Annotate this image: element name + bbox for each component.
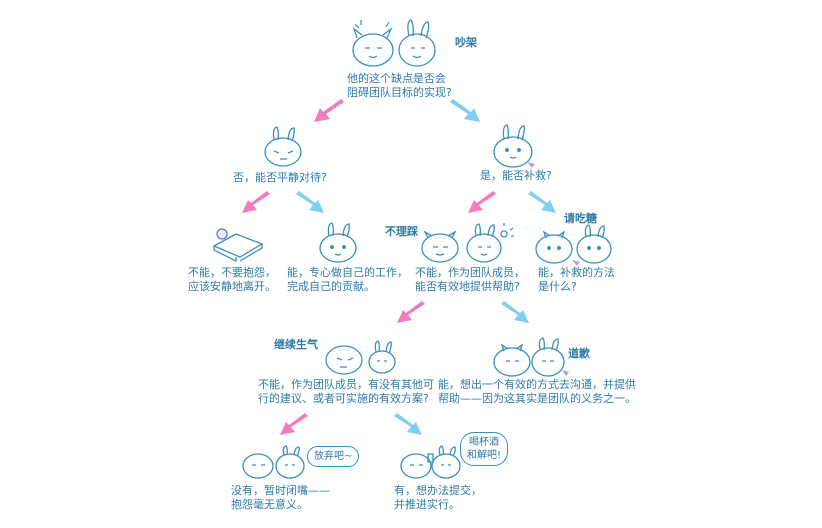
root-question: 他的这个缺点是否会 阻碍团队目标的实现? — [347, 72, 452, 99]
arrow-l1left-to-a — [242, 191, 270, 213]
root-characters-illustration — [352, 19, 436, 67]
l3-left-text: 不能，作为团队成员，有没有其他可 行的建议、或者可实施的有效方案? — [258, 378, 434, 405]
l2c-characters — [421, 223, 514, 263]
arrow-c-to-l3right — [501, 301, 529, 323]
l2a-box-illustration — [212, 228, 264, 263]
arrow-l1right-to-c — [468, 191, 496, 213]
l2b-text: 能，专心做自己的工作， 完成自己的贡献。 — [287, 266, 408, 293]
l1-left-character — [264, 126, 302, 167]
root-label: 吵架 — [455, 36, 477, 49]
l2c-text: 不能，作为团队成员， 能否有效地提供帮助? — [415, 266, 525, 293]
arrow-c-to-l3left — [397, 301, 425, 323]
l3-left-characters — [325, 340, 396, 375]
l4-left-speech-bubble: 放弃吧~ — [307, 446, 360, 467]
l2d-label: 请吃糖 — [564, 212, 597, 225]
l1-right-character — [493, 124, 535, 168]
l3-right-characters — [493, 337, 569, 377]
l4-left-characters — [242, 445, 305, 479]
l2d-characters — [535, 224, 612, 266]
arrow-root-to-left — [314, 99, 344, 122]
l2d-text: 能，补救的方法 是什么? — [538, 266, 615, 293]
l4-right-text: 有，想办法提交， 并推进实行。 — [394, 484, 482, 511]
arrow-root-to-right — [450, 99, 480, 122]
arrow-l1left-to-b — [296, 191, 324, 213]
l2b-character — [319, 222, 357, 263]
l4-right-characters — [400, 445, 461, 479]
l2c-label: 不理踩 — [385, 225, 418, 238]
l3-right-label: 道歉 — [568, 347, 590, 360]
l1-right-question: 是，能否补救? — [480, 169, 552, 182]
l3-right-text: 能，想出一个有效的方式去沟通，并提供 帮助——因为这其实是团队的义务之一。 — [438, 378, 636, 405]
arrow-l3left-to-l4right — [394, 413, 422, 435]
l1-left-question: 否，能否平静对待? — [233, 171, 327, 184]
l2a-text: 不能，不要抱怨， 应该安静地离开。 — [188, 266, 276, 293]
arrow-l3left-to-l4left — [280, 413, 308, 435]
arrow-l1right-to-d — [528, 191, 556, 213]
l4-right-speech-bubble: 喝杯酒 和解吧! — [460, 432, 509, 466]
l4-left-text: 没有，暂时闭嘴—— 抱怨毫无意义。 — [231, 484, 330, 511]
l3-left-label: 继续生气 — [274, 338, 318, 351]
